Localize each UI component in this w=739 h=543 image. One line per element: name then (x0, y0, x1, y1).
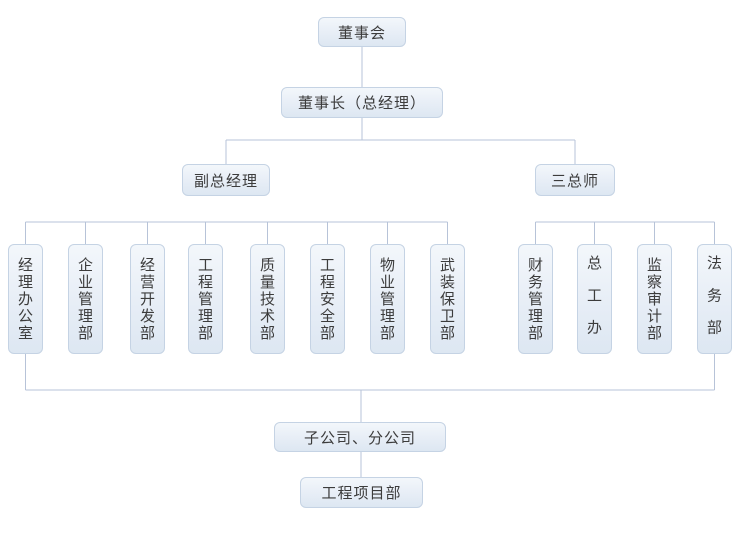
node-supervision-audit: 监察审计部 (637, 244, 672, 354)
node-engineering-safety: 工程安全部 (310, 244, 345, 354)
node-project-dept: 工程项目部 (300, 477, 423, 508)
node-chief-engineer-office: 总工办 (577, 244, 612, 354)
node-label: 工程安全部 (318, 256, 336, 342)
node-label: 质量技术部 (258, 256, 276, 342)
node-property-mgmt: 物业管理部 (370, 244, 405, 354)
node-board: 董事会 (318, 17, 406, 47)
node-three-chiefs: 三总师 (535, 164, 615, 196)
node-subsidiaries: 子公司、分公司 (274, 422, 446, 452)
node-engineering-mgmt: 工程管理部 (188, 244, 223, 354)
node-label: 经理办公室 (16, 256, 34, 342)
node-legal: 法务部 (697, 244, 732, 354)
node-label: 监察审计部 (645, 256, 663, 342)
node-business-dev: 经营开发部 (130, 244, 165, 354)
node-deputy-gm: 副总经理 (182, 164, 270, 196)
node-quality-tech: 质量技术部 (250, 244, 285, 354)
node-chairman-gm: 董事长（总经理） (281, 87, 443, 118)
node-label: 企业管理部 (76, 256, 94, 342)
node-manager-office: 经理办公室 (8, 244, 43, 354)
node-label: 法务部 (705, 255, 723, 352)
node-armed-security: 武装保卫部 (430, 244, 465, 354)
node-label: 武装保卫部 (438, 256, 456, 342)
node-label: 工程管理部 (196, 256, 214, 342)
node-label: 物业管理部 (378, 256, 396, 342)
node-label: 财务管理部 (526, 256, 544, 342)
node-label: 经营开发部 (138, 256, 156, 342)
node-enterprise-mgmt: 企业管理部 (68, 244, 103, 354)
node-label: 总工办 (585, 255, 603, 352)
node-finance-mgmt: 财务管理部 (518, 244, 553, 354)
